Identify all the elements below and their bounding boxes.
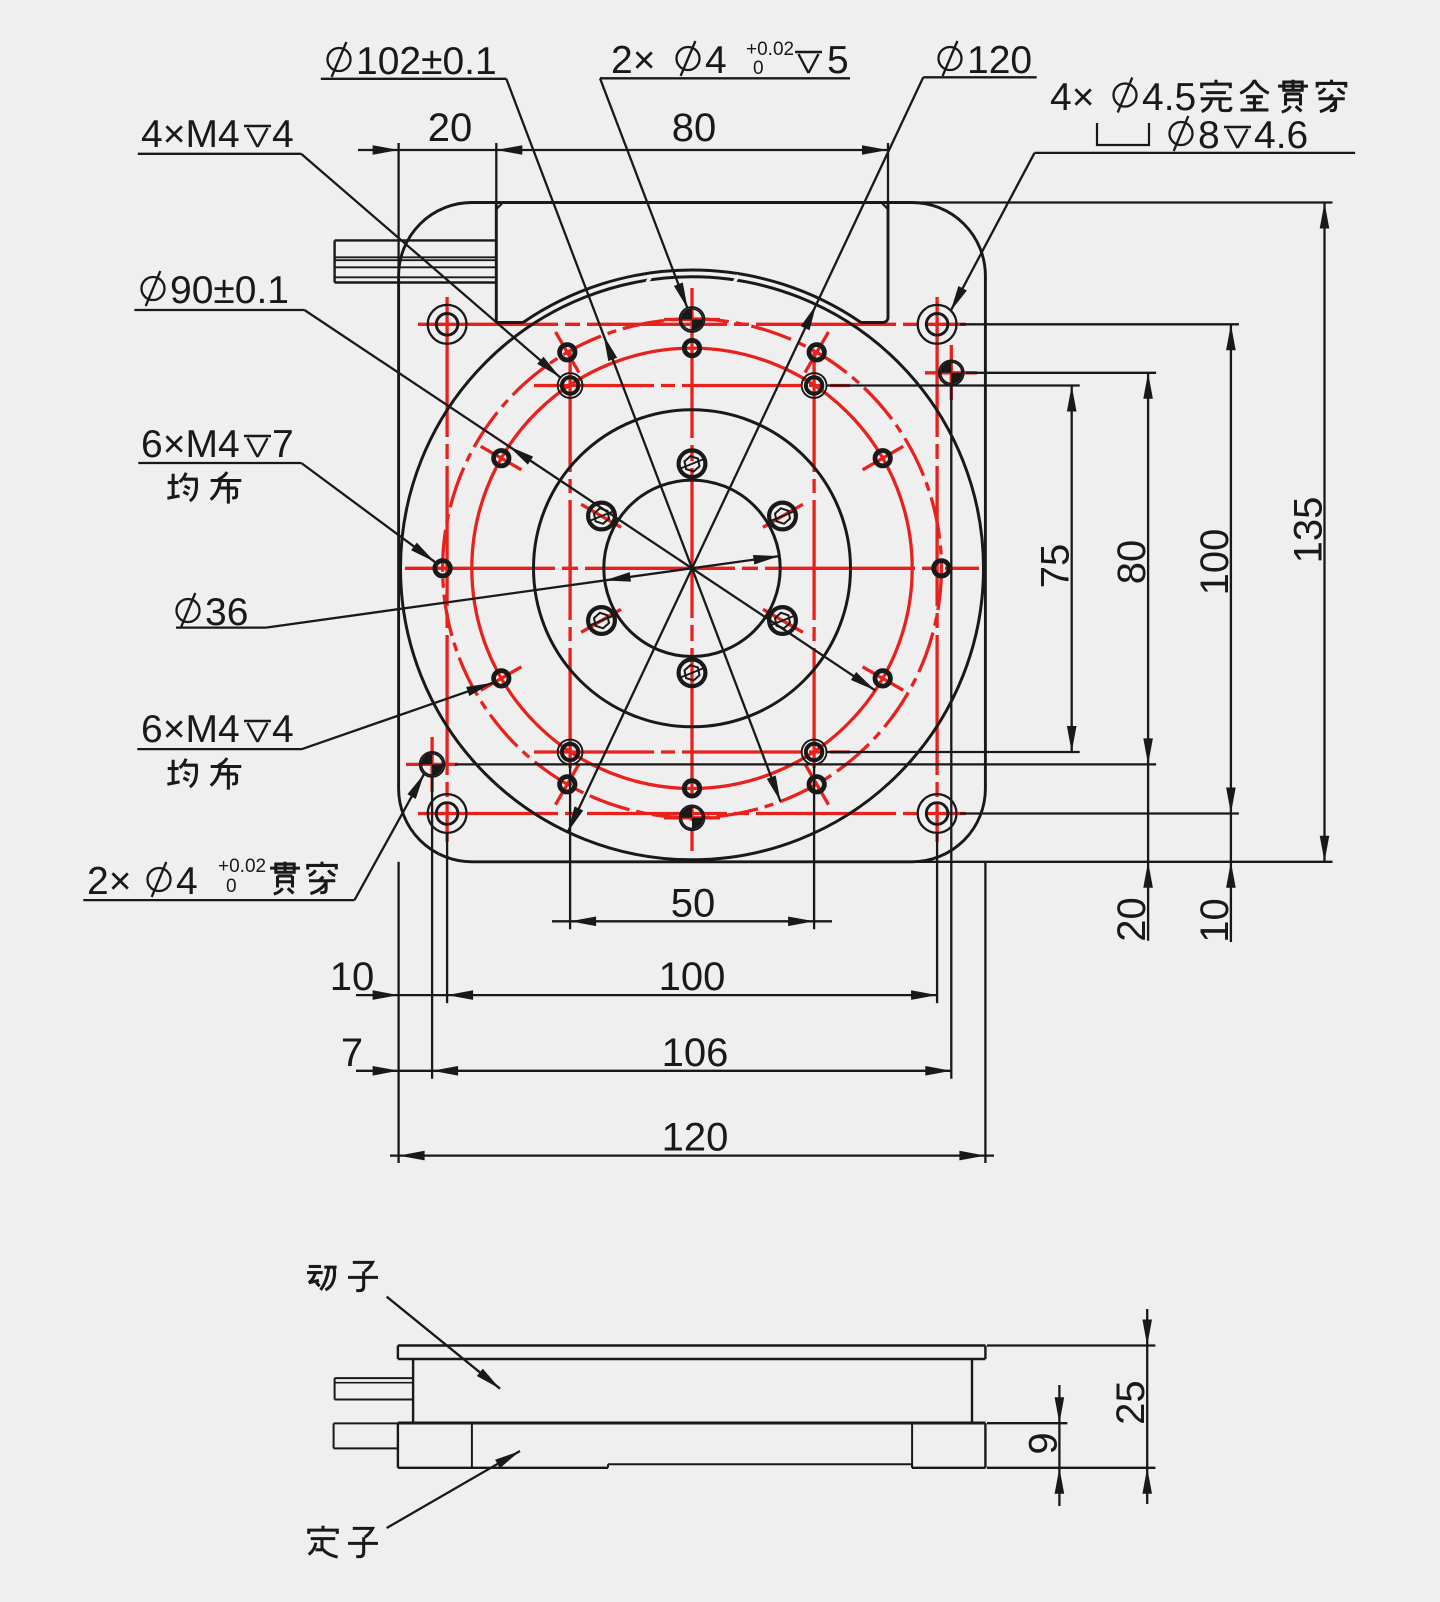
svg-text:100: 100	[1193, 529, 1237, 596]
svg-text:7: 7	[272, 423, 294, 466]
svg-text:106: 106	[662, 1031, 729, 1075]
svg-text:25: 25	[1109, 1380, 1153, 1425]
svg-text:100: 100	[659, 955, 726, 999]
svg-text:5: 5	[827, 39, 849, 82]
svg-text:80: 80	[672, 106, 717, 150]
svg-text:102±0.1: 102±0.1	[356, 40, 497, 83]
svg-text:4.5: 4.5	[1142, 76, 1196, 119]
svg-text:120: 120	[662, 1116, 729, 1160]
svg-text:120: 120	[967, 39, 1032, 82]
svg-text:36: 36	[205, 591, 248, 634]
svg-text:4: 4	[705, 39, 727, 82]
svg-text:4×: 4×	[1050, 76, 1094, 119]
svg-text:90±0.1: 90±0.1	[170, 269, 289, 312]
svg-text:4: 4	[176, 860, 198, 903]
svg-text:0: 0	[226, 876, 237, 897]
svg-text:6×M4: 6×M4	[141, 708, 240, 751]
svg-text:7: 7	[341, 1031, 363, 1075]
svg-text:9: 9	[1021, 1432, 1065, 1454]
svg-text:80: 80	[1110, 540, 1154, 585]
svg-text:10: 10	[1193, 898, 1237, 943]
svg-text:0: 0	[753, 58, 764, 79]
svg-text:4×M4: 4×M4	[141, 113, 240, 156]
svg-text:135: 135	[1287, 497, 1331, 564]
svg-text:4.6: 4.6	[1254, 114, 1308, 157]
svg-text:4: 4	[272, 708, 294, 751]
svg-text:+0.02: +0.02	[218, 856, 266, 877]
svg-text:2×: 2×	[87, 860, 131, 903]
svg-text:6×M4: 6×M4	[141, 423, 240, 466]
svg-text:10: 10	[330, 955, 375, 999]
svg-text:8: 8	[1198, 114, 1220, 157]
svg-text:+0.02: +0.02	[746, 39, 794, 60]
svg-text:4: 4	[272, 113, 294, 156]
svg-text:20: 20	[1110, 897, 1154, 942]
svg-text:75: 75	[1034, 544, 1078, 589]
svg-text:20: 20	[428, 106, 473, 150]
svg-text:2×: 2×	[611, 39, 655, 82]
svg-text:50: 50	[671, 881, 716, 925]
